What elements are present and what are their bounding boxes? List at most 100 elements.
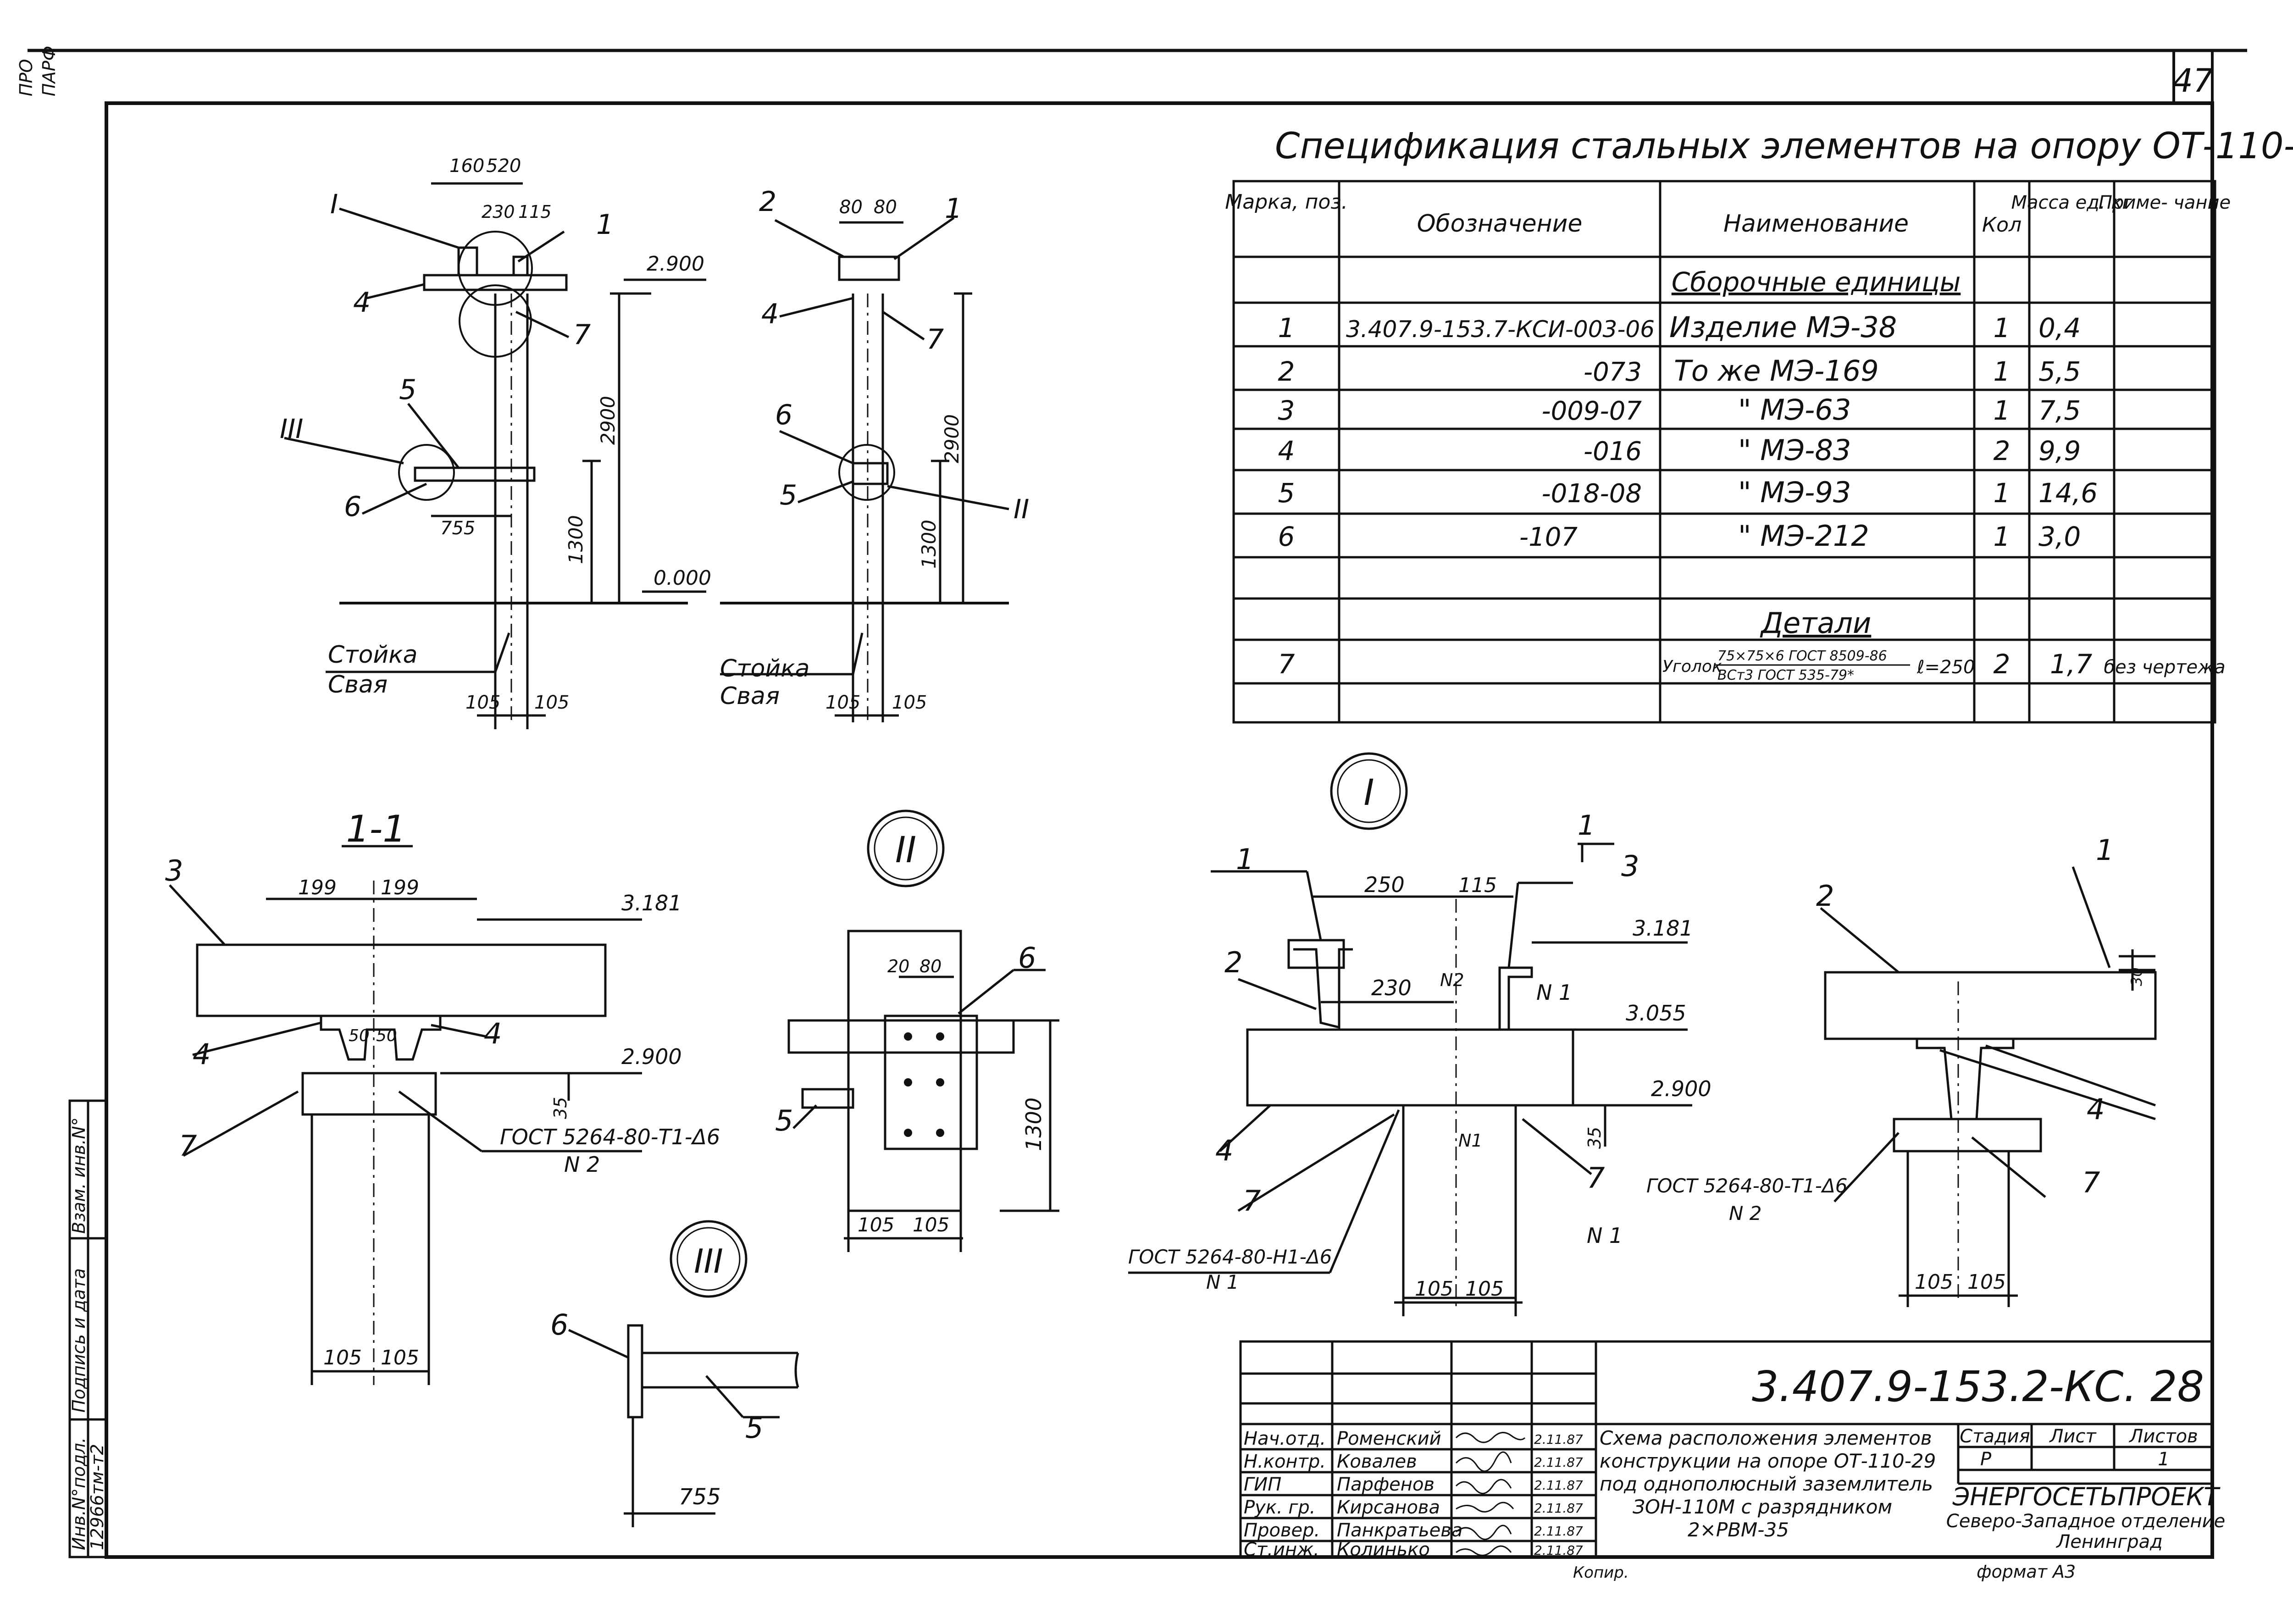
detail-title: II <box>895 830 916 871</box>
callout-label: 6 <box>344 491 361 523</box>
signer-row: Ст.инж. Колинько 2.11.87 <box>1244 1539 1583 1560</box>
signer-date: 2.11.87 <box>1534 1501 1583 1516</box>
label-stoika: Стойка <box>328 641 417 669</box>
callout-label: 4 <box>353 287 371 319</box>
callout-label: 7 <box>1243 1184 1261 1218</box>
callout-label: 6 <box>550 1308 568 1341</box>
weld-label: N 1 <box>1536 980 1572 1005</box>
label-svaya: Свая <box>328 671 388 698</box>
callout-label: 2 <box>759 186 776 218</box>
weld-label: N2 <box>1440 970 1464 990</box>
row-pos: 7 <box>1278 648 1295 680</box>
dim-label: 230 <box>482 202 515 222</box>
signer-row: Нач.отд. Роменский 2.11.87 <box>1244 1428 1583 1449</box>
row-qty: 1 <box>1994 395 2011 426</box>
dim-label: 199 <box>381 876 419 899</box>
callout-label: 5 <box>775 1104 793 1137</box>
row-pos: 2 <box>1278 356 1295 387</box>
row-name: " МЭ-212 <box>1738 519 1869 553</box>
row-name: " МЭ-93 <box>1738 476 1851 509</box>
row-qty: 1 <box>1994 477 2011 509</box>
detail-3: III 755 6 5 <box>550 1220 799 1527</box>
format-label: формат А3 <box>1977 1562 2076 1582</box>
callout-label: III <box>280 413 303 444</box>
signer-name: Колинько <box>1337 1539 1430 1560</box>
callout-label: 4 <box>2087 1092 2105 1126</box>
callout-label: 1 <box>596 209 614 241</box>
row-name: " МЭ-83 <box>1738 433 1851 467</box>
view-front: 160 520 230 115 755 2900 1300 105 105 2.… <box>280 155 711 729</box>
weld-gost: ГОСТ 5264-80-Т1-Δ6 <box>1646 1175 1847 1197</box>
level-label: 2.900 <box>1651 1076 1711 1101</box>
callout-label: 3 <box>165 854 183 887</box>
weld-no: N 2 <box>564 1152 600 1177</box>
sheets-label: Листов <box>2128 1426 2198 1447</box>
dim-label: 199 <box>298 876 337 899</box>
callout-label: 6 <box>1018 941 1036 975</box>
signer-name: Панкратьева <box>1337 1520 1462 1541</box>
header-note: Приме- чание <box>2099 192 2231 213</box>
level-label: 3.055 <box>1626 1001 1686 1025</box>
part-name-top: 75×75×6 ГОСТ 8509-86 <box>1717 648 1887 664</box>
callout-label: 1 <box>1236 842 1254 876</box>
dim-label: 105 <box>1415 1277 1453 1301</box>
dim-label: 35 <box>1584 1127 1605 1149</box>
dim-label: 2900 <box>597 396 619 445</box>
callout-label: 2 <box>1224 946 1242 979</box>
header-mark: Марка, поз. <box>1225 190 1347 214</box>
dim-label: 30 <box>2128 967 2145 986</box>
weld-no: N 1 <box>1206 1271 1239 1293</box>
dim-label: 105 <box>1967 1270 2006 1294</box>
signer-date: 2.11.87 <box>1534 1478 1583 1493</box>
dim-label: 105 <box>913 1214 949 1236</box>
description-line: Схема расположения элементов <box>1600 1427 1932 1449</box>
row-designation: -107 <box>1519 522 1578 552</box>
row-designation: -009-07 <box>1541 396 1642 426</box>
weld-label: N1 <box>1458 1131 1483 1151</box>
dim-label: 250 <box>1364 872 1405 897</box>
row-note: без чертежа <box>2104 657 2225 678</box>
weld-label: N 1 <box>1587 1223 1623 1248</box>
dim-label: 105 <box>323 1346 362 1369</box>
section-assemblies: Сборочные единицы <box>1672 266 1961 298</box>
detail-1: I <box>1128 752 1711 1316</box>
section-title: 1-1 <box>346 808 406 850</box>
weld-gost: ГОСТ 5264-80-Т1-Δ6 <box>500 1125 720 1149</box>
signer-role: Рук. гр. <box>1244 1497 1316 1518</box>
section-mark: 1 <box>1578 809 1595 842</box>
signer-role: ГИП <box>1244 1474 1281 1495</box>
header-mass: Масса ед. кг <box>2011 192 2132 213</box>
signer-role: Провер. <box>1244 1520 1320 1541</box>
row-mass: 14,6 <box>2038 477 2098 509</box>
callout-label: 7 <box>179 1129 197 1163</box>
row-mass: 0,4 <box>2038 312 2081 344</box>
dim-label: 115 <box>518 202 552 222</box>
dim-label: 80 <box>919 956 942 976</box>
dim-label: 105 <box>825 692 860 713</box>
row-qty: 1 <box>1994 312 2011 344</box>
dim-label: 115 <box>1458 874 1497 897</box>
part-name-bottom: ВСт3 ГОСТ 535-79* <box>1717 667 1854 683</box>
margin-mark: ПРО <box>16 59 36 96</box>
table-row: 6 -107 " МЭ-212 1 3,0 <box>1278 519 2081 553</box>
sheets-value: 1 <box>2158 1449 2169 1470</box>
callout-label: II <box>1014 493 1029 525</box>
spec-table: Спецификация стальных элементов на опору… <box>1225 126 2293 724</box>
dim-label: 80 <box>839 197 863 218</box>
callout-label: 1 <box>945 193 962 225</box>
table-row: 7 Уголок 75×75×6 ГОСТ 8509-86 ВСт3 ГОСТ … <box>1278 648 2226 683</box>
row-qty: 1 <box>1994 521 2011 552</box>
header-name: Наименование <box>1723 210 1909 238</box>
callout-label: 2 <box>1816 879 1834 913</box>
row-name: Изделие МЭ-38 <box>1669 310 1897 344</box>
view-side: 80 80 2900 1300 105 105 2 1 4 7 6 5 II С… <box>720 186 1029 722</box>
description-line: ЗОН-110М с разрядником <box>1633 1496 1892 1518</box>
stage-label: Стадия <box>1960 1426 2030 1447</box>
dim-label: 2900 <box>941 414 963 463</box>
signer-role: Н.контр. <box>1244 1451 1326 1472</box>
margin-marks: ПРО ПАРФ <box>16 46 59 96</box>
replace-label: Взам. инв.N° <box>69 1117 89 1234</box>
part-name-prefix: Уголок <box>1662 657 1722 676</box>
callout-label: 4 <box>761 298 779 330</box>
